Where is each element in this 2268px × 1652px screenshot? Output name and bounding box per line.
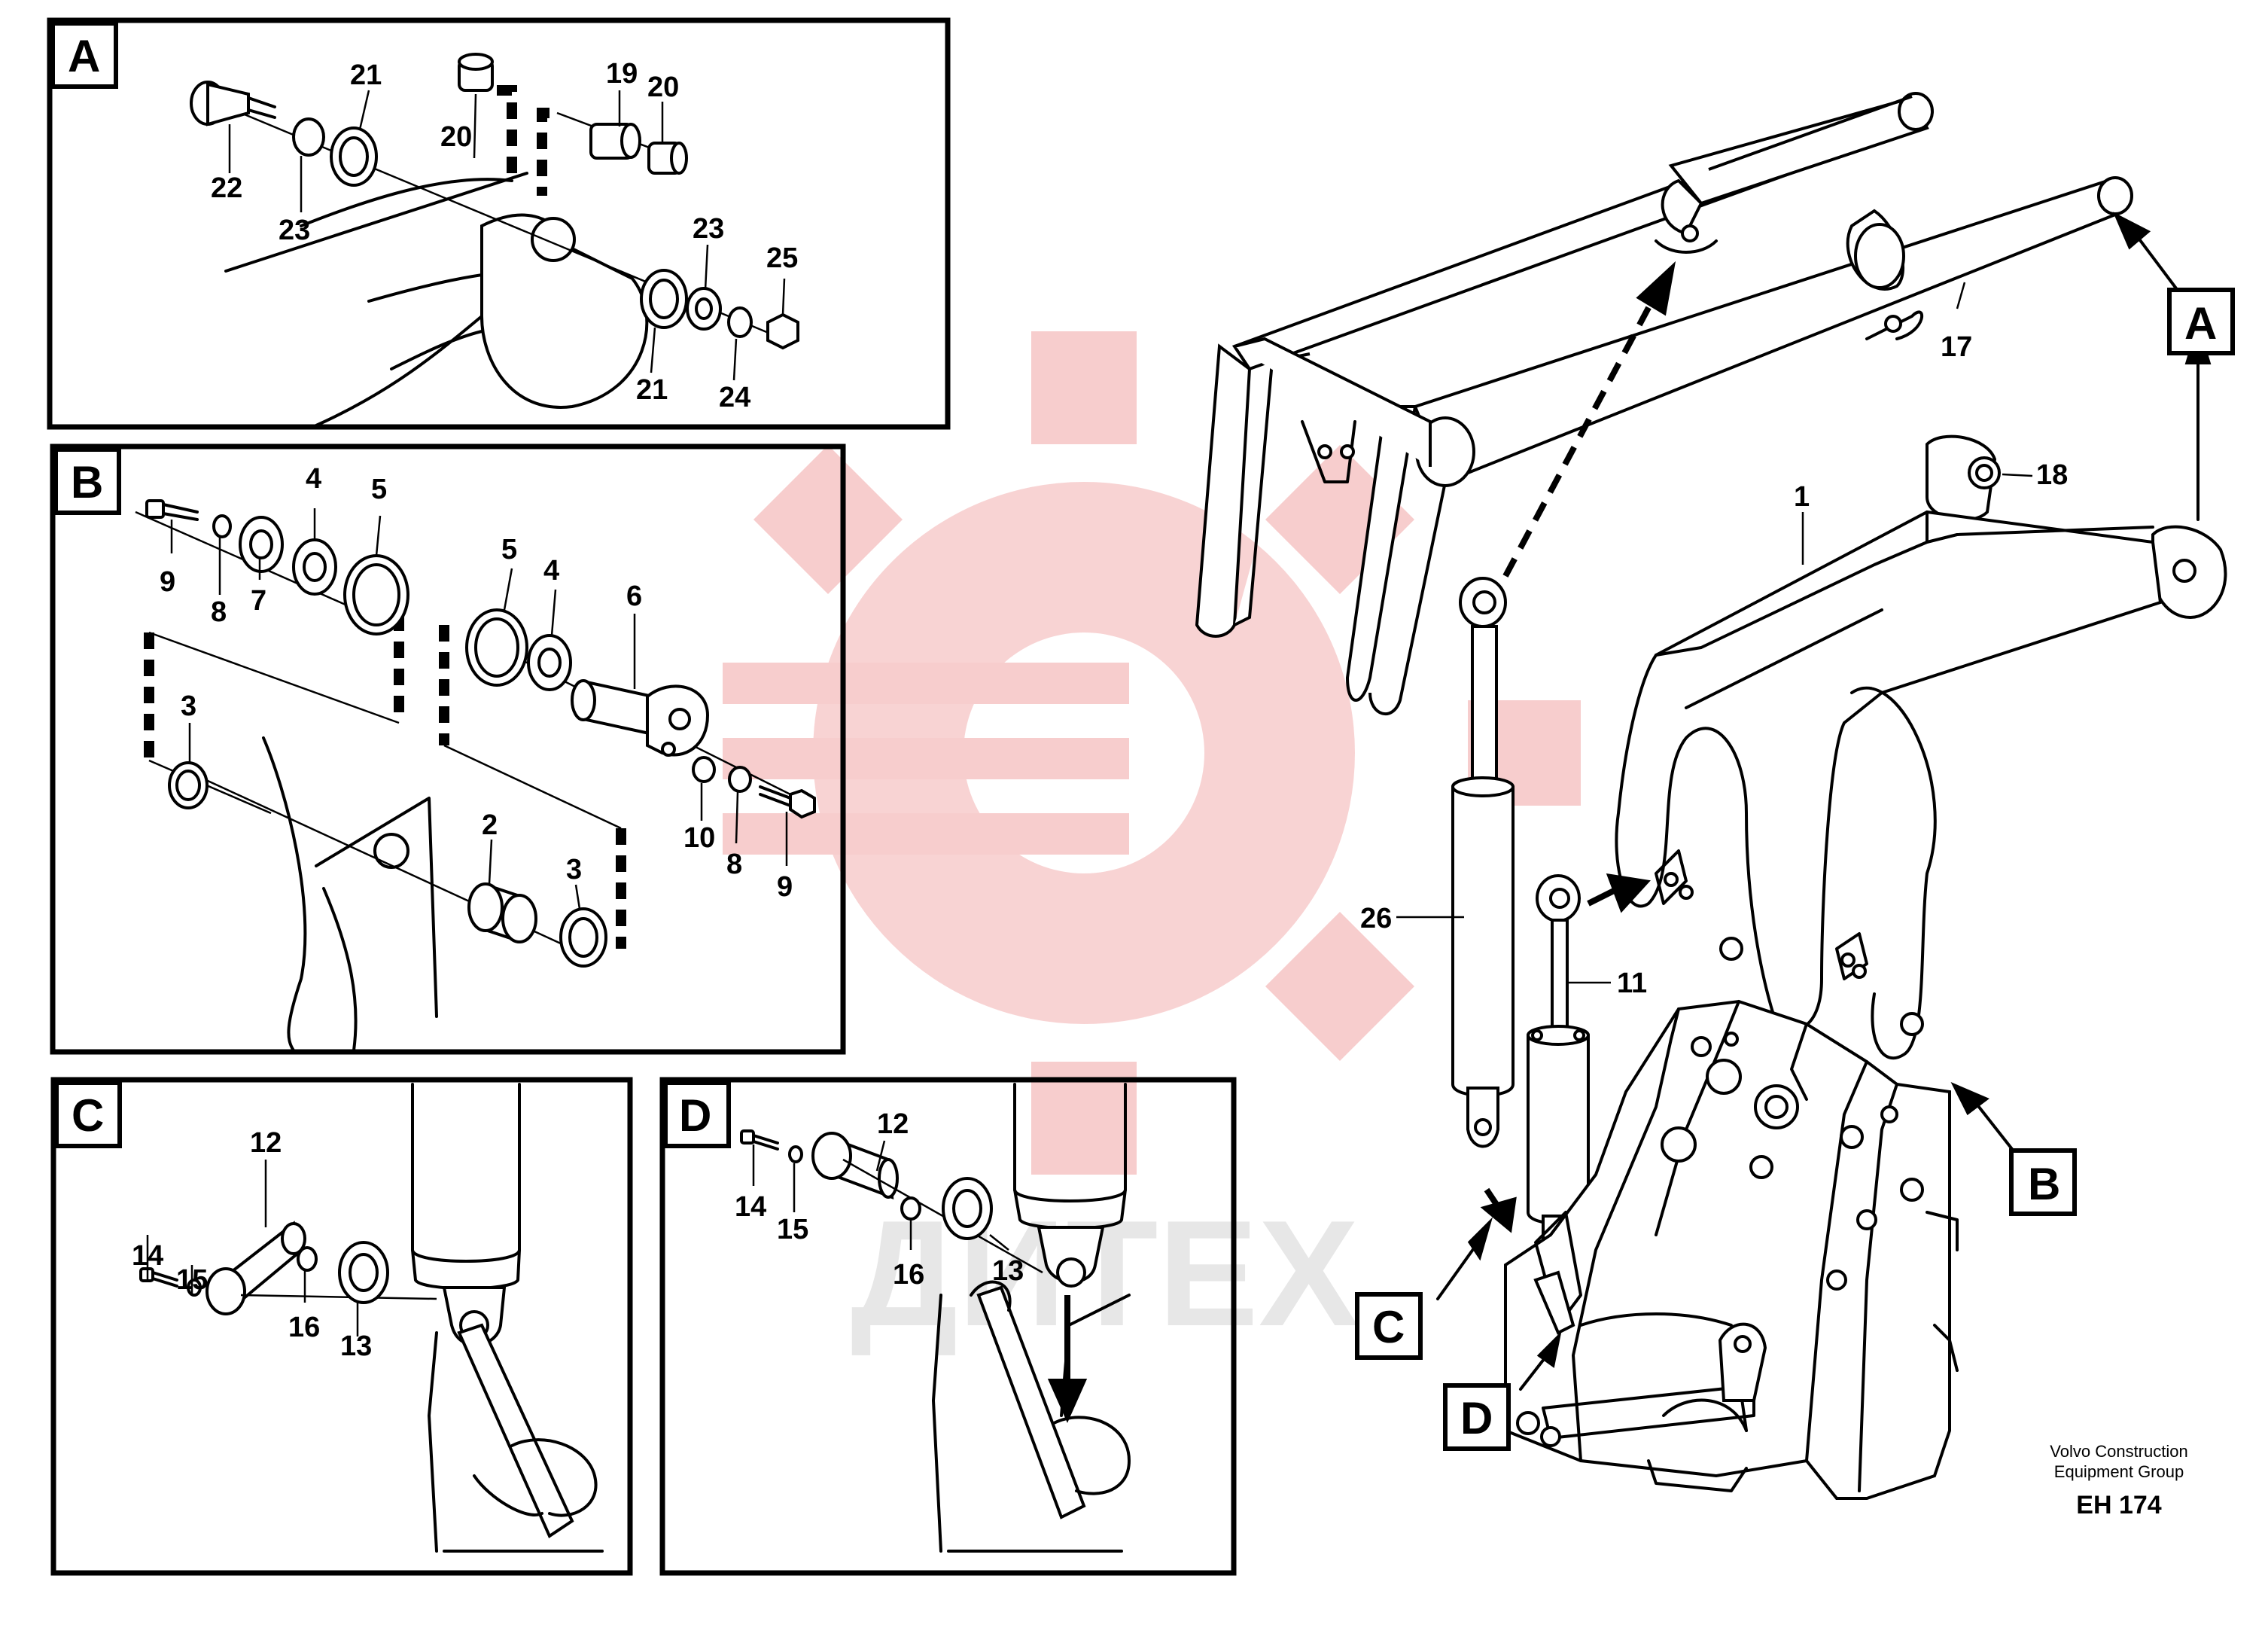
callout-3b: 3: [566, 854, 582, 885]
pointer-label-a: A: [2167, 288, 2235, 355]
callout-4a: 4: [306, 463, 321, 495]
boom-frame-17: [1195, 92, 2133, 716]
callout-7: 7: [251, 585, 266, 617]
figure-code: EH 174: [2076, 1491, 2161, 1519]
callout-16c: 16: [288, 1312, 320, 1343]
callout-8a: 8: [211, 596, 227, 628]
washer-10: [692, 756, 716, 783]
panel-c: C 12 14: [50, 1077, 633, 1576]
bushing-20b: [647, 142, 688, 175]
callout-15c: 15: [176, 1264, 208, 1296]
callout-5b: 5: [501, 534, 517, 565]
svg-text:D: D: [1460, 1393, 1493, 1443]
callout-4b: 4: [543, 555, 559, 587]
callout-6: 6: [626, 581, 642, 612]
pin-12d: [811, 1132, 899, 1200]
callout-15d: 15: [777, 1214, 808, 1245]
callout-14d: 14: [735, 1191, 766, 1223]
footer: Volvo Construction Equipment Group EH 17…: [2050, 1442, 2187, 1519]
washer-8b: [728, 766, 752, 793]
pointer-label-c: C: [1355, 1292, 1423, 1360]
callout-8b: 8: [726, 849, 742, 880]
callout-18: 18: [2036, 459, 2068, 491]
bushing-2: [467, 882, 537, 943]
callout-5a: 5: [371, 474, 387, 505]
callout-3a: 3: [181, 690, 196, 722]
callout-20a: 20: [647, 72, 679, 103]
panel-c-label: C: [72, 1090, 104, 1141]
company-name-line2: Equipment Group: [2054, 1462, 2184, 1481]
callout-25: 25: [766, 242, 798, 274]
bolt-14d: [740, 1129, 779, 1151]
callout-9a: 9: [160, 566, 175, 598]
callout-21a: 21: [350, 59, 382, 91]
washer-24: [727, 306, 753, 338]
panel-b-label: B: [71, 457, 103, 507]
front-frame: [1504, 999, 1959, 1500]
cylinder-26: [1451, 577, 1515, 1148]
washer-16d: [900, 1196, 921, 1221]
pin-12c: [205, 1221, 306, 1315]
svg-text:A: A: [2184, 298, 2217, 349]
callout-21b: 21: [636, 374, 668, 406]
callout-13c: 13: [340, 1330, 372, 1362]
callout-9b: 9: [777, 871, 793, 903]
bolt-9b: [759, 785, 816, 819]
callout-22: 22: [211, 172, 242, 204]
panel-a-label: A: [68, 31, 100, 81]
callout-23b: 23: [693, 213, 724, 245]
svg-text:C: C: [1372, 1302, 1405, 1352]
callout-16d: 16: [893, 1259, 924, 1291]
company-name-line1: Volvo Construction: [2050, 1442, 2187, 1461]
panel-d: D: [659, 1077, 1237, 1576]
bushing-20a: [458, 53, 494, 92]
callout-10: 10: [683, 822, 715, 854]
washer-23a: [292, 117, 325, 157]
washer-8a: [212, 514, 232, 538]
pointer-label-b: B: [2009, 1148, 2077, 1216]
panel-a: A: [47, 17, 951, 430]
bolt-22: [190, 81, 276, 126]
callout-11: 11: [1617, 968, 1647, 999]
washer-16c: [297, 1246, 318, 1272]
callout-26: 26: [1360, 903, 1392, 934]
main-assembly-view: 17 1 18 26 11 A B C D: [1195, 92, 2235, 1500]
callout-24: 24: [719, 382, 750, 413]
pin-6: [571, 679, 710, 757]
callout-17: 17: [1941, 331, 1972, 363]
bushing-19: [589, 123, 641, 160]
nut-25: [766, 312, 799, 350]
svg-text:B: B: [2028, 1159, 2060, 1209]
callout-14c: 14: [132, 1240, 163, 1272]
panel-b: B: [50, 443, 846, 1055]
frame-1: [1615, 434, 2227, 1060]
callout-20b: 20: [440, 121, 472, 153]
callout-23a: 23: [279, 215, 310, 246]
callout-13d: 13: [992, 1255, 1024, 1287]
bolt-9a: [145, 499, 199, 521]
callout-1: 1: [1794, 481, 1810, 513]
callout-2: 2: [482, 809, 498, 841]
pointer-label-d: D: [1443, 1383, 1511, 1451]
washer-15d: [788, 1145, 803, 1163]
callout-19: 19: [606, 58, 638, 90]
panel-d-label: D: [679, 1090, 711, 1141]
callout-12c: 12: [250, 1127, 282, 1159]
callout-12d: 12: [877, 1108, 909, 1140]
watermark-text: ДИТЕХ: [851, 1190, 1359, 1358]
